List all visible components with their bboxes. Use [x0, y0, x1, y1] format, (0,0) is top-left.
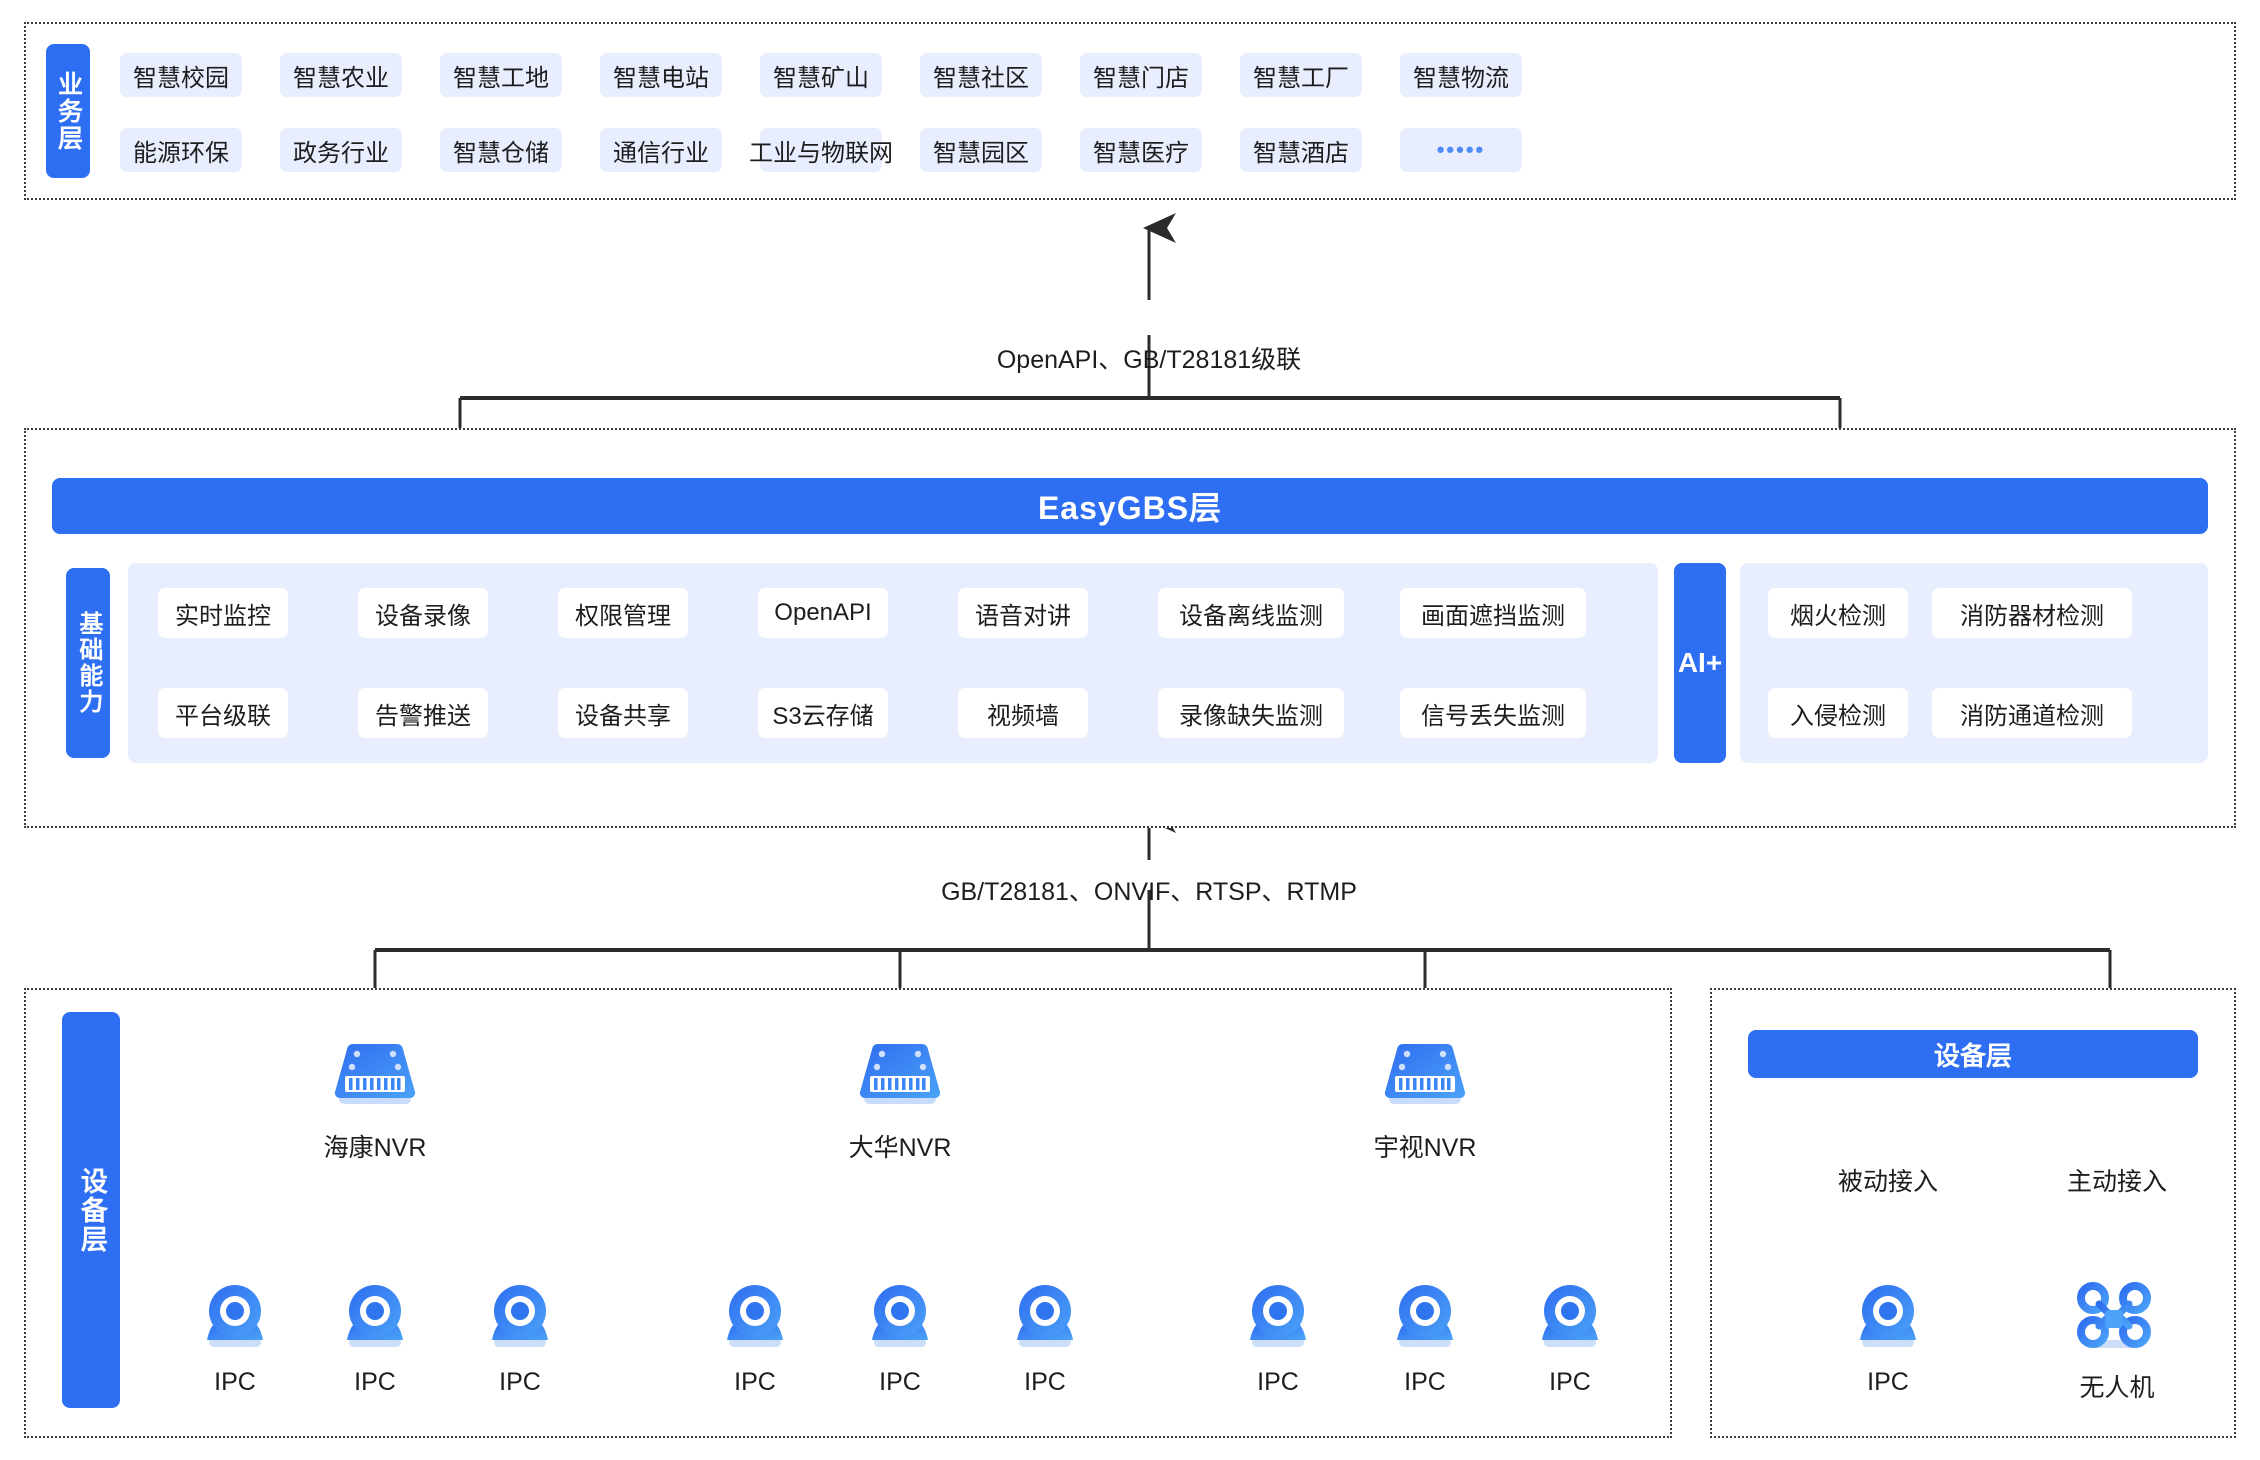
ipc-label: IPC [879, 1368, 921, 1396]
ai-capability-item[interactable]: 入侵检测 [1768, 688, 1908, 738]
business-tag[interactable]: 智慧农业 [280, 53, 402, 97]
drone-icon [2077, 1282, 2151, 1357]
ipc-label: IPC [1549, 1368, 1591, 1396]
device-layer-title-bar: 设备层 [1748, 1030, 2198, 1078]
business-tag[interactable]: 智慧校园 [120, 53, 242, 97]
capability-item[interactable]: 平台级联 [158, 688, 288, 738]
business-tag[interactable]: 通信行业 [600, 128, 722, 172]
capability-item[interactable]: 设备录像 [358, 588, 488, 638]
ipc-camera-icon [1852, 1282, 1924, 1357]
connector-label-top: OpenAPI、GB/T28181级联 [996, 346, 1302, 374]
business-tag[interactable]: 智慧矿山 [760, 53, 882, 97]
ipc-label: IPC [1867, 1368, 1909, 1396]
ipc-label: IPC [499, 1368, 541, 1396]
access-mode-label: 主动接入 [2066, 1168, 2167, 1196]
ipc-label: IPC [1024, 1368, 1066, 1396]
business-tag[interactable]: 智慧园区 [920, 128, 1042, 172]
business-tag[interactable]: 智慧工地 [440, 53, 562, 97]
nvr-label: 海康NVR [323, 1134, 427, 1162]
ipc-label: IPC [1404, 1368, 1446, 1396]
ipc-camera-icon [199, 1282, 271, 1357]
capability-item[interactable]: OpenAPI [758, 588, 888, 638]
ipc-label: IPC [214, 1368, 256, 1396]
nvr-icon [1381, 1038, 1469, 1113]
drone-label: 无人机 [2079, 1374, 2155, 1402]
ipc-label: IPC [1257, 1368, 1299, 1396]
ai-plus-side-label: AI+ [1674, 563, 1726, 763]
ai-capability-item[interactable]: 烟火检测 [1768, 588, 1908, 638]
business-tag[interactable]: 智慧物流 [1400, 53, 1522, 97]
capability-item[interactable]: 信号丢失监测 [1400, 688, 1586, 738]
ipc-camera-icon [1009, 1282, 1081, 1357]
ipc-label: IPC [734, 1368, 776, 1396]
nvr-label: 大华NVR [848, 1134, 952, 1162]
access-mode-label: 被动接入 [1837, 1168, 1938, 1196]
device-layer-side-label: 设备层 [62, 1012, 120, 1408]
business-tag[interactable]: 智慧社区 [920, 53, 1042, 97]
capability-item[interactable]: 视频墙 [958, 688, 1088, 738]
capability-item[interactable]: S3云存储 [758, 688, 888, 738]
connector-label-mid: GB/T28181、ONVIF、RTSP、RTMP [941, 878, 1357, 906]
capability-item[interactable]: 语音对讲 [958, 588, 1088, 638]
nvr-label: 宇视NVR [1373, 1134, 1477, 1162]
ipc-camera-icon [1242, 1282, 1314, 1357]
ipc-camera-icon [339, 1282, 411, 1357]
business-tag[interactable]: 智慧工厂 [1240, 53, 1362, 97]
business-tag[interactable]: 智慧门店 [1080, 53, 1202, 97]
ipc-camera-icon [864, 1282, 936, 1357]
business-tag[interactable]: 智慧酒店 [1240, 128, 1362, 172]
ipc-camera-icon [1534, 1282, 1606, 1357]
business-tag[interactable]: 智慧仓储 [440, 128, 562, 172]
capability-item[interactable]: 画面遮挡监测 [1400, 588, 1586, 638]
business-tag-ellipsis: ••••• [1400, 128, 1522, 172]
capability-item[interactable]: 设备离线监测 [1158, 588, 1344, 638]
business-tag[interactable]: 政务行业 [280, 128, 402, 172]
ai-capability-item[interactable]: 消防通道检测 [1932, 688, 2132, 738]
ai-capability-item[interactable]: 消防器材检测 [1932, 588, 2132, 638]
capability-item[interactable]: 权限管理 [558, 588, 688, 638]
capability-item[interactable]: 实时监控 [158, 588, 288, 638]
capability-item[interactable]: 告警推送 [358, 688, 488, 738]
business-layer-panel [24, 22, 2236, 200]
ipc-camera-icon [484, 1282, 556, 1357]
nvr-icon [331, 1038, 419, 1113]
easygbs-layer-bar: EasyGBS层 [52, 478, 2208, 534]
ipc-label: IPC [354, 1368, 396, 1396]
business-tag[interactable]: 智慧电站 [600, 53, 722, 97]
platform-capability-side-label: 基础能力 [66, 568, 110, 758]
capability-item[interactable]: 设备共享 [558, 688, 688, 738]
business-tag[interactable]: 智慧医疗 [1080, 128, 1202, 172]
nvr-icon [856, 1038, 944, 1113]
business-tag[interactable]: 能源环保 [120, 128, 242, 172]
business-tag[interactable]: 工业与物联网 [749, 128, 893, 172]
ipc-camera-icon [1389, 1282, 1461, 1357]
business-layer-side-label: 业务层 [46, 44, 90, 178]
capability-item[interactable]: 录像缺失监测 [1158, 688, 1344, 738]
ipc-camera-icon [719, 1282, 791, 1357]
